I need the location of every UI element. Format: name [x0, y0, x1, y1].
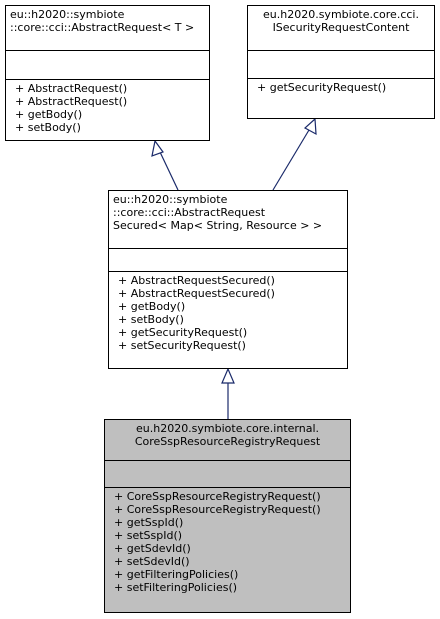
arrowhead-secured	[221, 367, 235, 384]
class-name: eu::h2020::symbiote ::core::cci::Abstrac…	[6, 6, 209, 50]
operation: + setSspId()	[114, 529, 183, 542]
class-name-line: eu::h2020::symbiote	[113, 193, 228, 206]
class-abstract-request-secured[interactable]: eu::h2020::symbiote ::core::cci::Abstrac…	[108, 190, 348, 369]
operation: + getBody()	[118, 300, 186, 313]
attributes-section	[6, 50, 209, 79]
operation: + getSecurityRequest()	[257, 81, 387, 94]
operation: + setBody()	[118, 313, 184, 326]
operation: + getSecurityRequest()	[118, 326, 248, 339]
operation: + AbstractRequestSecured()	[118, 274, 275, 287]
class-name-line: CoreSspResourceRegistryRequest	[134, 435, 321, 448]
edge-secured-to-isecurity	[272, 129, 310, 191]
operation: + setBody()	[15, 121, 81, 134]
operations-section: + CoreSspResourceRegistryRequest() + Cor…	[105, 487, 350, 597]
operations-section: + getSecurityRequest()	[248, 78, 434, 97]
class-name-line: ::core::cci::AbstractRequest	[113, 206, 266, 219]
class-name: eu::h2020::symbiote ::core::cci::Abstrac…	[109, 191, 347, 248]
operations-section: + AbstractRequest() + AbstractRequest() …	[6, 79, 209, 137]
class-name-line: ::core::cci::AbstractRequest< T >	[10, 21, 195, 34]
operation: + setFilteringPolicies()	[114, 581, 238, 594]
operation: + CoreSspResourceRegistryRequest()	[114, 503, 321, 516]
operation: + setSecurityRequest()	[118, 339, 246, 352]
class-name-line: eu.h2020.symbiote.core.internal.	[135, 422, 320, 435]
operations-section: + AbstractRequestSecured() + AbstractReq…	[109, 271, 347, 355]
class-name: eu.h2020.symbiote.core.cci. ISecurityReq…	[248, 6, 434, 50]
class-name: eu.h2020.symbiote.core.internal. CoreSsp…	[105, 420, 350, 460]
class-abstract-request[interactable]: eu::h2020::symbiote ::core::cci::Abstrac…	[5, 5, 210, 141]
operation: + getSdevId()	[114, 542, 191, 555]
arrowhead-abstract-request	[151, 139, 164, 157]
attributes-section	[105, 460, 350, 487]
operation: + setSdevId()	[114, 555, 190, 568]
operation: + getBody()	[15, 108, 83, 121]
class-name-line: eu.h2020.symbiote.core.cci.	[263, 8, 419, 21]
class-name-line: Secured< Map< String, Resource > >	[113, 219, 323, 232]
operation: + getFilteringPolicies()	[114, 568, 239, 581]
operation: + AbstractRequest()	[15, 95, 128, 108]
class-name-line: eu::h2020::symbiote	[10, 8, 125, 21]
class-isecurity-request-content[interactable]: eu.h2020.symbiote.core.cci. ISecurityReq…	[247, 5, 435, 119]
operation: + AbstractRequest()	[15, 82, 128, 95]
operation: + getSspId()	[114, 516, 184, 529]
operation: + AbstractRequestSecured()	[118, 287, 275, 300]
attributes-section	[248, 50, 434, 78]
operation: + CoreSspResourceRegistryRequest()	[114, 490, 321, 503]
class-name-line: ISecurityRequestContent	[272, 21, 410, 34]
attributes-section	[109, 248, 347, 271]
arrowhead-isecurity	[303, 117, 317, 136]
class-core-ssp-resource-registry-request[interactable]: eu.h2020.symbiote.core.internal. CoreSsp…	[104, 419, 351, 613]
edge-secured-to-abstract-request	[159, 151, 179, 191]
